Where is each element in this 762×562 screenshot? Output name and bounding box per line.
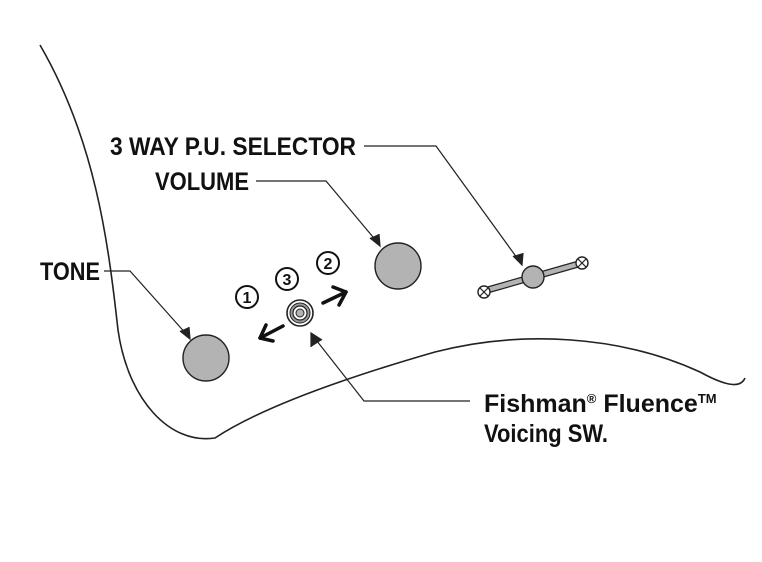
selector-toggle-knob — [521, 265, 545, 289]
tone-knob — [182, 334, 230, 382]
arrow-right-icon — [321, 285, 348, 307]
arrow-left-icon — [258, 323, 285, 343]
position-1-label: 1 — [243, 290, 252, 307]
volume-knob — [374, 242, 422, 290]
pickup-selector-switch — [477, 256, 589, 299]
position-1-marker: 1 — [235, 285, 259, 309]
tone-label: TONE — [40, 258, 100, 286]
fishman-label-brand: Fishman — [484, 390, 587, 418]
position-2-label: 2 — [324, 256, 333, 273]
position-2-marker: 2 — [316, 251, 340, 275]
selector-label: 3 WAY P.U. SELECTOR — [110, 133, 356, 161]
selector-screw-left-icon — [477, 285, 491, 299]
voicing-leader-line — [312, 335, 470, 402]
guitar-body-outline — [39, 44, 746, 440]
volume-label: VOLUME — [155, 168, 249, 196]
volume-leader-arrowhead-icon — [369, 233, 381, 248]
selector-leader-arrowhead-icon — [512, 252, 524, 267]
volume-leader-line — [256, 180, 379, 244]
voicing-switch — [286, 299, 314, 327]
fishman-registered-mark: ® — [587, 391, 597, 406]
selector-screw-right-icon — [575, 256, 589, 270]
position-3-label: 3 — [283, 272, 292, 289]
svg-text:Fishman® FluenceTM: Fishman® FluenceTM — [484, 390, 717, 418]
tone-leader-arrowhead-icon — [179, 326, 191, 341]
fishman-trademark: TM — [698, 391, 717, 406]
position-3-marker: 3 — [275, 267, 299, 291]
fishman-label-line2: Voicing SW. — [484, 420, 608, 448]
tone-leader-line — [104, 270, 189, 337]
fishman-label-product: Fluence — [596, 390, 698, 418]
voicing-leader-arrowhead-icon — [310, 331, 323, 347]
fishman-label: Fishman® FluenceTM Voicing SW. — [484, 390, 717, 448]
selector-leader-line — [364, 145, 521, 263]
